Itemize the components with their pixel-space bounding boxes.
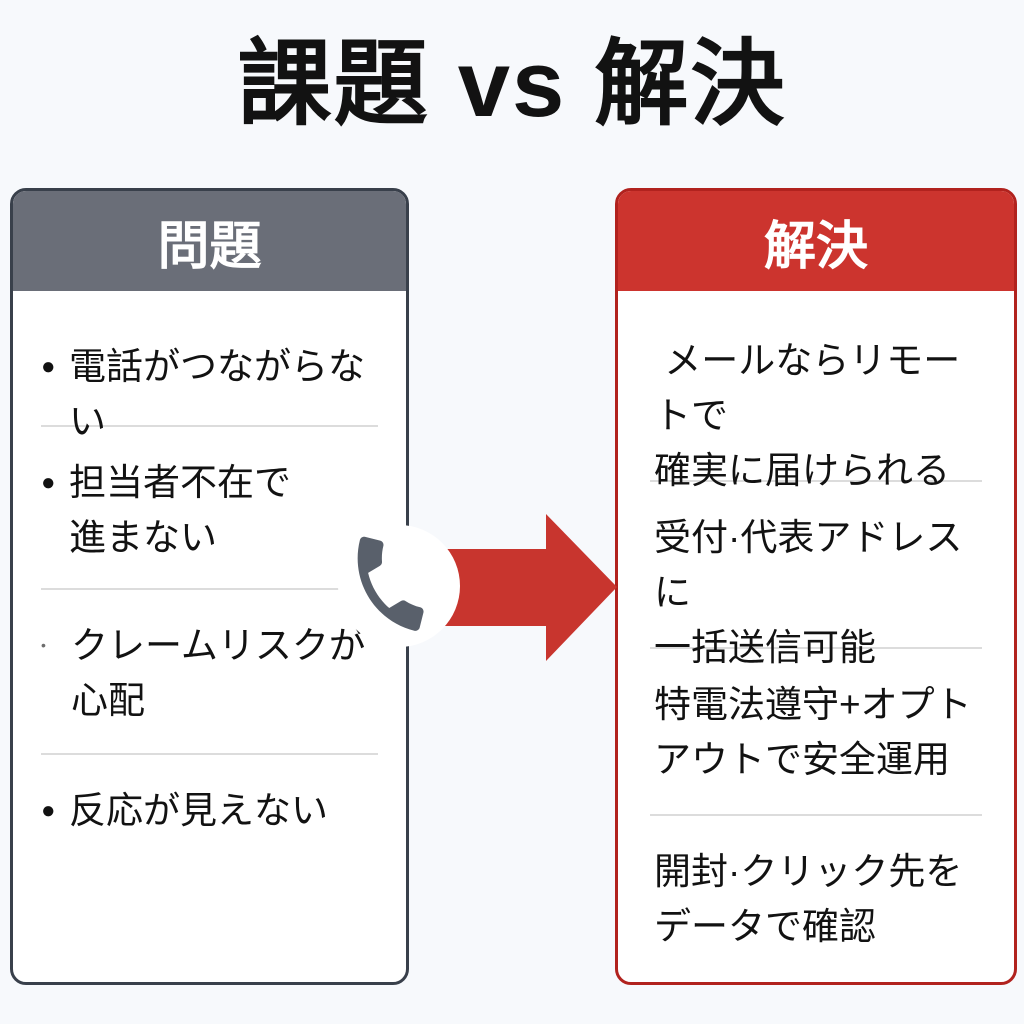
list-item: 受付·代表アドレスに 一括送信可能 (618, 482, 1014, 668)
list-item-line: 一括送信可能 (654, 627, 876, 668)
page-title: 課題 vs 解決 (237, 31, 787, 136)
solution-panel-body: メールならリモートで 確実に届けられる 受付·代表アドレスに 一括送信可能 特電… (618, 291, 1014, 954)
list-item-line: 開封·クリック先を (654, 851, 963, 892)
list-item: • クレームリスクが 心配 (13, 590, 406, 753)
divider (41, 588, 378, 590)
solution-panel-header: 解決 (618, 191, 1014, 291)
list-item-text: 受付·代表アドレスに 一括送信可能 (654, 510, 994, 675)
middle-connector (338, 514, 617, 661)
list-item-text: 反応が見えない (69, 783, 378, 838)
solution-panel-title: 解決 (763, 217, 868, 276)
list-item: ● 電話がつながらない (13, 291, 406, 442)
list-item-line: メールならリモートで (654, 340, 961, 436)
bullet-icon: ● (41, 469, 56, 496)
arrow-right-icon (437, 514, 617, 661)
solution-panel: 解決 メールならリモートで 確実に届けられる 受付·代表アドレスに 一括送信可能… (615, 188, 1017, 985)
list-item-line: 担当者不在で (69, 462, 291, 503)
list-item-line: 電話がつながらない (69, 346, 365, 442)
list-item-line: 反応が見えない (69, 790, 328, 831)
problem-panel-header: 問題 (13, 191, 406, 291)
list-item-line: 進まない (69, 517, 217, 558)
divider (650, 647, 982, 649)
list-item-line: 受付·代表アドレスに (654, 517, 963, 613)
bullet-icon: ● (41, 353, 56, 380)
bullet-icon: ● (41, 797, 56, 824)
list-item-line: 特電法遵守+オプト (654, 684, 972, 725)
list-item-line: クレームリスクが (71, 625, 366, 666)
list-item-line: データで確認 (654, 906, 876, 947)
list-item: ● 反応が見えない (13, 755, 406, 838)
problem-panel-title: 問題 (157, 217, 262, 276)
divider (41, 753, 378, 755)
list-item-line: 心配 (71, 680, 145, 721)
list-item-text: クレームリスクが 心配 (71, 618, 378, 728)
list-item: 開封·クリック先を データで確認 (618, 816, 1014, 954)
phone-icon (357, 536, 424, 631)
list-item-text: 特電法遵守+オプト アウトで安全運用 (654, 677, 994, 787)
list-item: メールならリモートで 確実に届けられる (618, 291, 1014, 491)
divider (650, 480, 982, 482)
list-item: 特電法遵守+オプト アウトで安全運用 (618, 649, 1014, 814)
list-item-text: 電話がつながらない (69, 339, 378, 449)
list-item-line: アウトで安全運用 (654, 739, 950, 780)
list-item-text: 開封·クリック先を データで確認 (654, 844, 994, 954)
divider (650, 814, 982, 816)
list-item: ● 担当者不在で 進まない (13, 427, 406, 588)
list-item-line: 確実に届けられる (654, 450, 950, 491)
list-item-text: メールならリモートで 確実に届けられる (654, 333, 994, 498)
phone-circle-badge (338, 525, 460, 647)
list-item-text: 担当者不在で 進まない (69, 455, 378, 565)
problem-panel-body: ● 電話がつながらない ● 担当者不在で 進まない • クレームリスクが 心配 … (13, 291, 406, 838)
bullet-icon: • (41, 637, 46, 653)
divider (41, 425, 378, 427)
